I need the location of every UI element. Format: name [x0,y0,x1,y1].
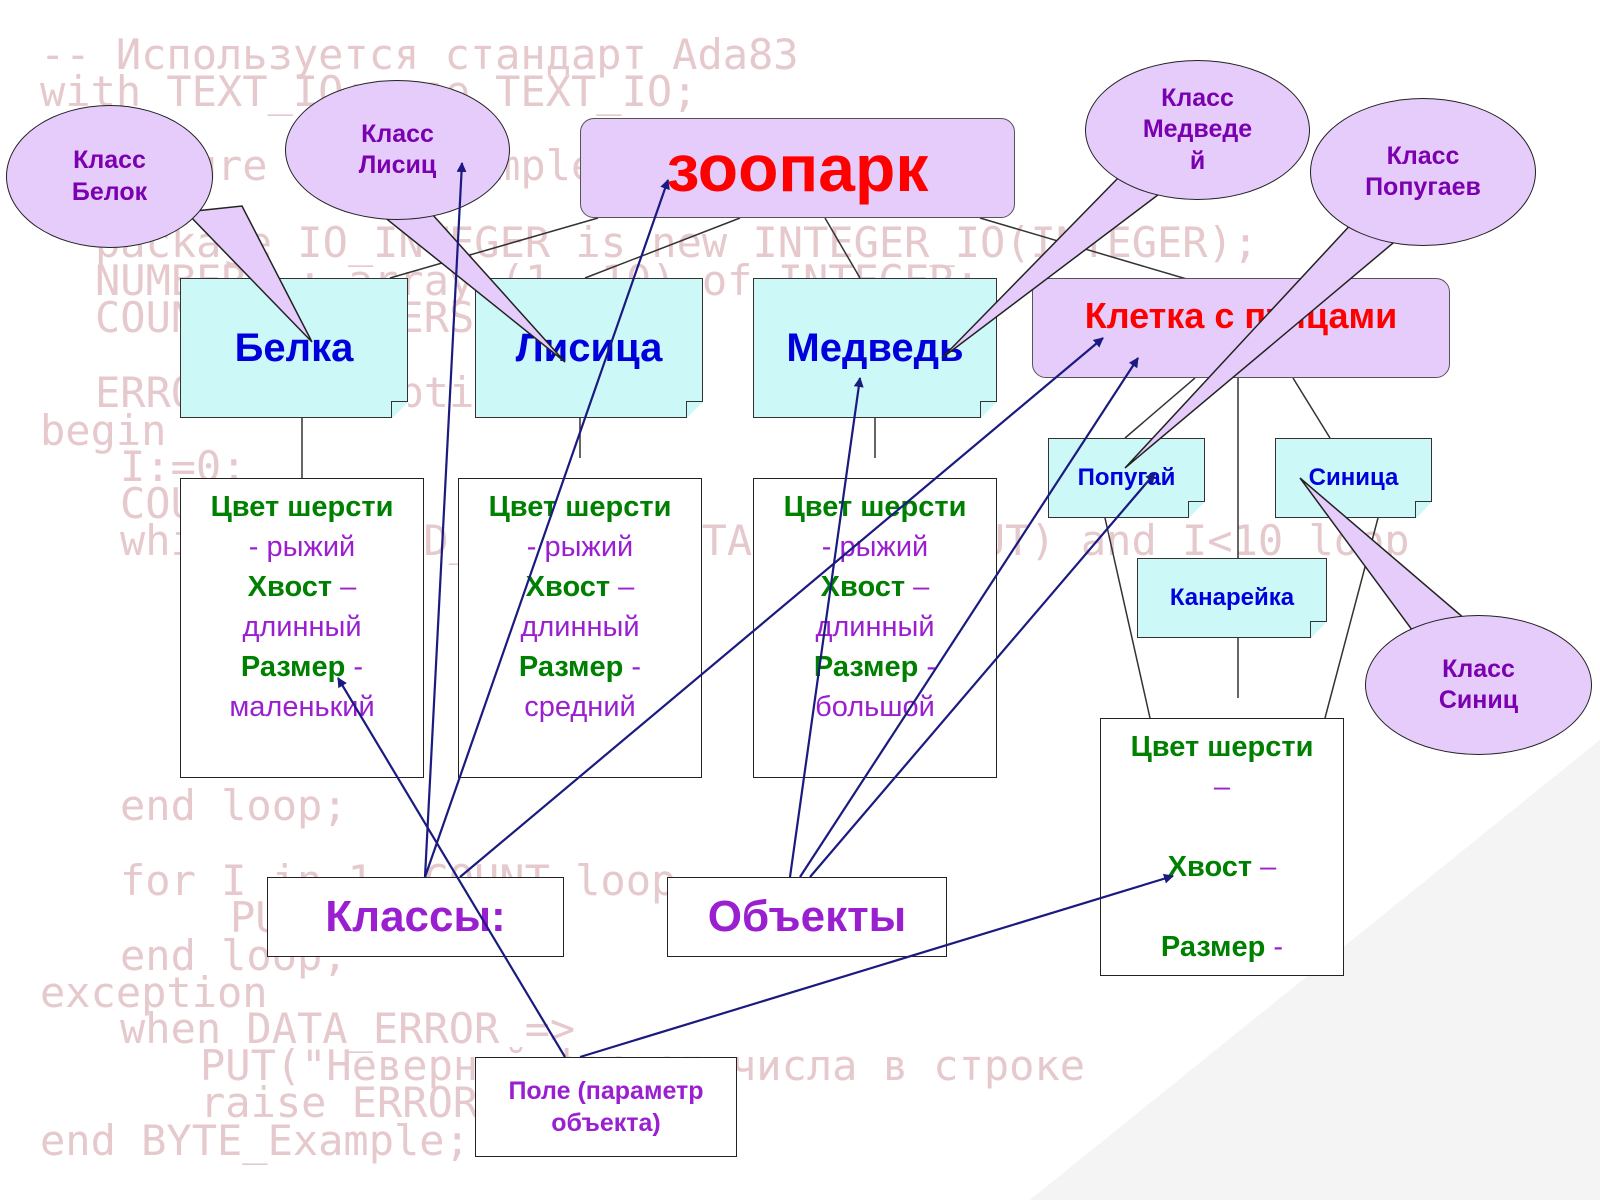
fur-dash: – [1213,771,1231,803]
size-dash: - [623,651,642,683]
legend-objects: Объекты [667,877,947,957]
callout-parrot-text: Класс Попугаев [1365,141,1481,201]
callout-bear-class: Класс Медведе й [1085,60,1310,200]
tail-label: Хвост [525,571,611,603]
legend-classes-label: Классы: [325,892,506,941]
tail-dash: – [1252,851,1277,883]
legend-field-label: Поле (параметр объекта) [508,1076,704,1138]
size-label: Размер [813,651,919,683]
props-box-squirrel: Цвет шерсти - рыжий Хвост – длинный Разм… [180,478,424,778]
size-label: Размер [518,651,624,683]
fur-label: Цвет шерсти [210,491,394,523]
legend-classes: Классы: [267,877,564,957]
size-value: маленький [229,691,375,723]
bird-node-canary: Канарейка [1137,558,1327,638]
size-dash: - [918,651,937,683]
bird-name-parrot: Попугай [1077,464,1176,491]
class-node-fox: Лисица [475,278,703,418]
callout-parrot-class: Класс Попугаев [1310,98,1536,246]
size-value: большой [815,691,935,723]
size-label: Размер [1160,931,1266,963]
size-dash: - [1265,931,1284,963]
code-line-16: exception [40,968,268,1017]
tail-label: Хвост [247,571,333,603]
size-dash: - [345,651,364,683]
bird-name-canary: Канарейка [1169,584,1295,611]
callout-squirrel-class: Класс Белок [6,105,213,248]
fur-label: Цвет шерсти [783,491,967,523]
class-name-fox: Лисица [515,325,663,370]
tail-label: Хвост [820,571,906,603]
bird-name-titmouse: Синица [1308,464,1399,491]
tail-label: Хвост [1167,851,1253,883]
props-box-bird-cage: Цвет шерсти – Хвост – Размер - [1100,718,1344,976]
bird-node-parrot: Попугай [1048,438,1205,518]
tail-dash: – [905,571,930,603]
tail-value: длинный [815,611,935,643]
code-line-12: end loop; [120,781,348,830]
code-line-1: -- Используется стандарт Ada83 [40,30,799,79]
root-title: зоопарк [666,131,929,205]
callout-squirrel-text: Класс Белок [71,146,148,206]
fur-value: - рыжий [248,531,356,563]
legend-field: Поле (параметр объекта) [475,1057,737,1157]
tail-value: длинный [520,611,640,643]
root-node-zoo: зоопарк [580,118,1015,218]
class-node-squirrel: Белка [180,278,408,418]
tail-dash: – [332,571,357,603]
legend-objects-label: Объекты [707,892,907,941]
callout-fox-text: Класс Лисиц [358,119,437,179]
size-label: Размер [240,651,346,683]
callout-titmouse-text: Класс Синиц [1438,654,1519,714]
bird-cage-name: Клетка с птицами [1084,295,1398,336]
callout-titmouse-class: Класс Синиц [1365,615,1592,755]
class-name-bear: Медведь [786,325,964,370]
code-line-17: when DATA_ERROR => [120,1004,576,1053]
fur-label: Цвет шерсти [1130,731,1314,763]
code-line-20: end BYTE_Example; [40,1116,470,1165]
callout-fox-class: Класс Лисиц [285,80,510,220]
props-box-fox: Цвет шерсти - рыжий Хвост – длинный Разм… [458,478,702,778]
class-name-squirrel: Белка [234,325,354,370]
callout-bear-text: Класс Медведе й [1142,84,1253,175]
tail-value: длинный [242,611,362,643]
size-value: средний [524,691,636,723]
code-line-8: begin [40,406,167,455]
bird-node-titmouse: Синица [1275,438,1432,518]
fur-label: Цвет шерсти [488,491,672,523]
tail-dash: – [610,571,635,603]
